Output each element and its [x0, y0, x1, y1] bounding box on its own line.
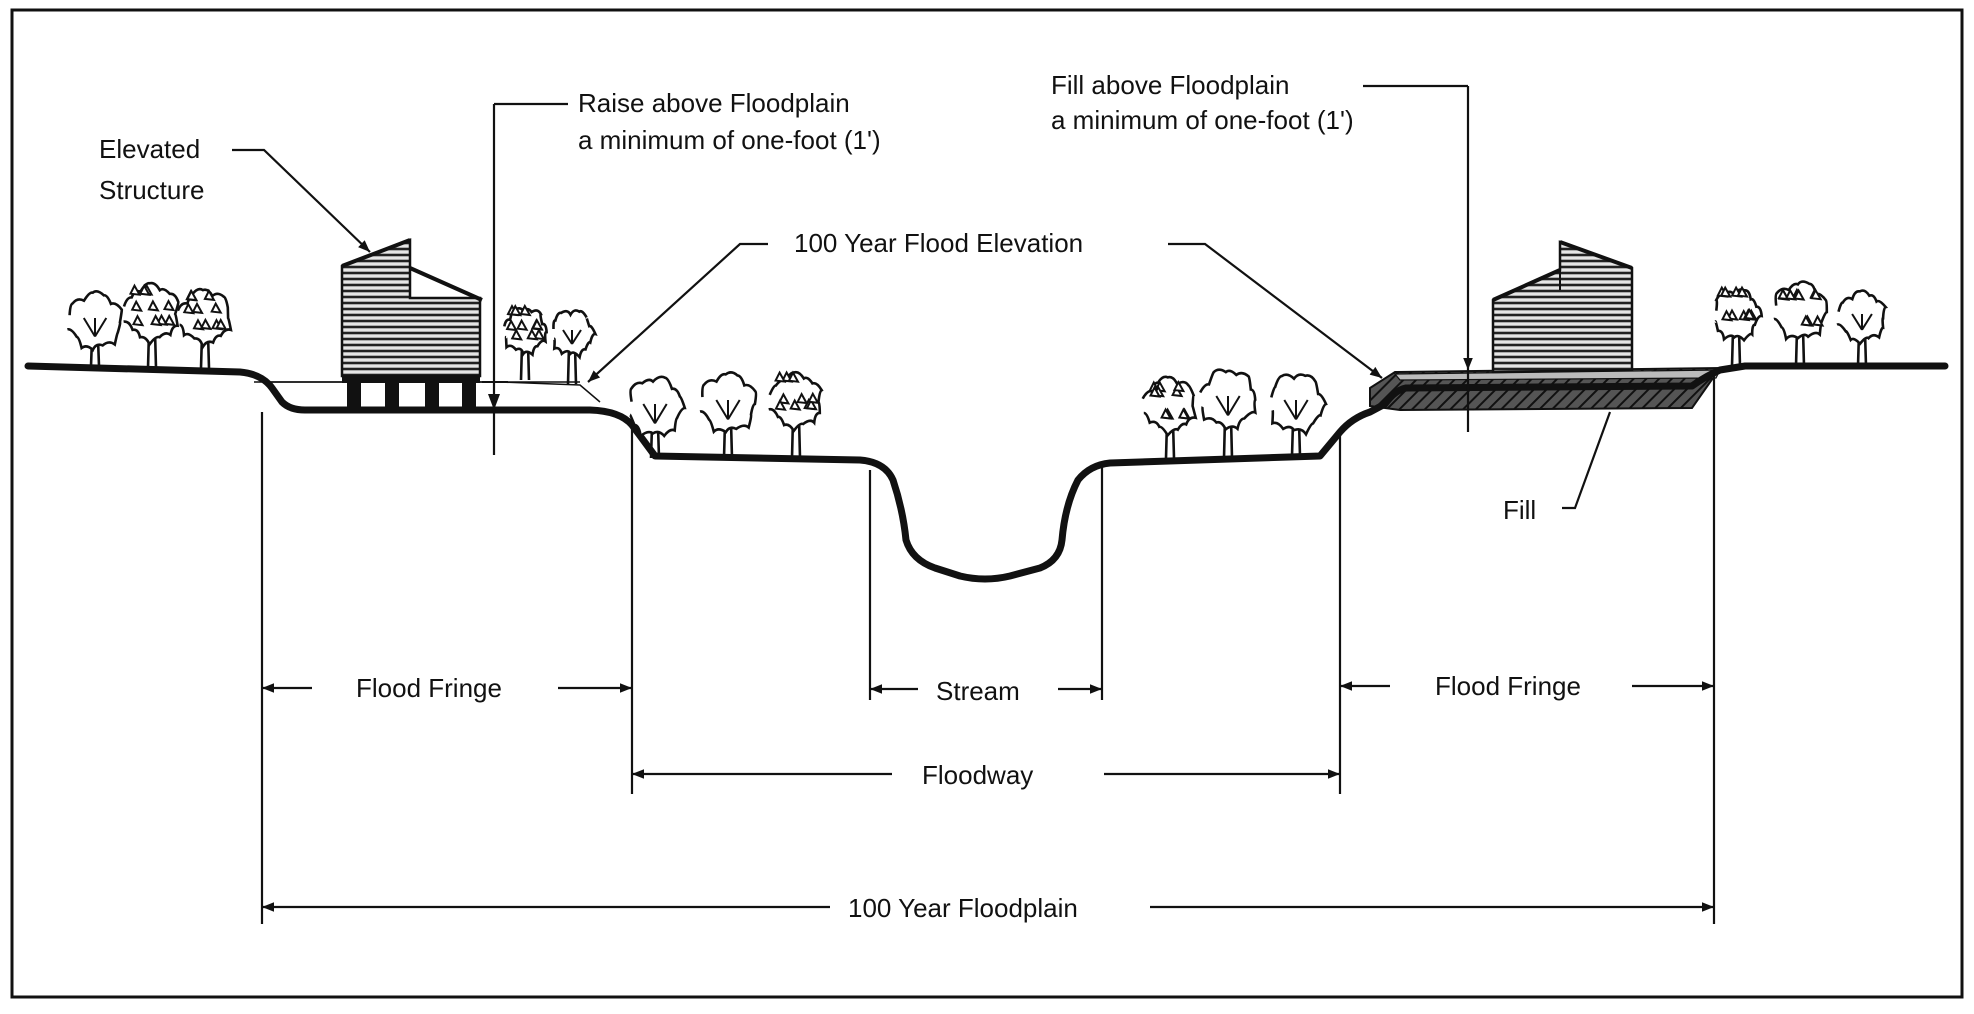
- label-fill: Fill: [1503, 495, 1536, 525]
- label-raise-above-1: Raise above Floodplain: [578, 88, 850, 118]
- label-fill-above-2: a minimum of one-foot (1'): [1051, 105, 1354, 135]
- tree: [1837, 291, 1886, 366]
- label-flood-fringe-right: Flood Fringe: [1435, 671, 1581, 701]
- tree: [769, 372, 822, 458]
- label-raise-above-2: a minimum of one-foot (1'): [578, 125, 881, 155]
- label-elevated-structure-1: Elevated: [99, 134, 200, 164]
- diagram-border: [12, 10, 1962, 997]
- tree: [178, 289, 231, 368]
- label-flood-elevation: 100 Year Flood Elevation: [794, 228, 1083, 258]
- tree: [1716, 288, 1762, 366]
- tree: [1271, 375, 1326, 456]
- label-flood-fringe-left: Flood Fringe: [356, 673, 502, 703]
- label-floodway: Floodway: [922, 760, 1033, 790]
- tree: [1143, 377, 1196, 458]
- one-foot-marker-left: [482, 104, 568, 455]
- label-elevated-structure-2: Structure: [99, 175, 205, 205]
- tree: [124, 283, 179, 368]
- dimension-extension-lines: [262, 376, 1714, 924]
- tree: [67, 291, 121, 366]
- elevated-house: [342, 240, 482, 410]
- label-fill-above-1: Fill above Floodplain: [1051, 70, 1289, 100]
- dimension-arrows: [262, 686, 1714, 907]
- tree: [553, 310, 595, 384]
- label-stream: Stream: [936, 676, 1020, 706]
- tree: [1200, 370, 1255, 458]
- house-on-fill: [1493, 242, 1632, 372]
- tree: [1774, 282, 1827, 366]
- tree: [630, 377, 685, 458]
- tree: [504, 306, 546, 380]
- label-floodplain: 100 Year Floodplain: [848, 893, 1078, 923]
- tree: [700, 372, 756, 458]
